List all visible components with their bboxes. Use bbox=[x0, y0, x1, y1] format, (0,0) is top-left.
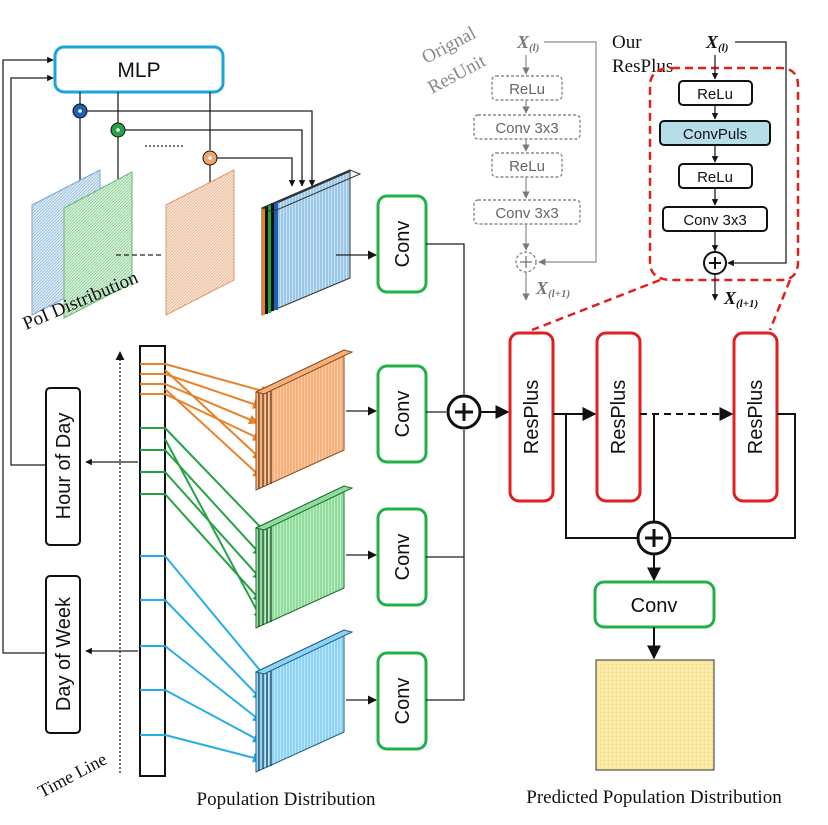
conv-box-day: Conv bbox=[376, 507, 428, 607]
green-cube bbox=[254, 485, 354, 629]
sum-plus-node bbox=[636, 520, 672, 556]
svg-text:X(l): X(l) bbox=[705, 32, 728, 54]
orange-arrows bbox=[164, 363, 271, 479]
hour-of-day-box: Hour of Day bbox=[45, 387, 81, 546]
resplus-label: ResPlus bbox=[608, 380, 630, 454]
merge-plus-node bbox=[446, 394, 482, 430]
original-layer-2: Conv 3x3 bbox=[495, 120, 558, 137]
resplus-layer-1: ReLu bbox=[697, 86, 733, 103]
svg-text:X(l+1): X(l+1) bbox=[723, 288, 758, 310]
green-arrows bbox=[164, 427, 269, 621]
day-of-week-box: Day of Week bbox=[45, 575, 81, 734]
poi-distribution-planes bbox=[31, 169, 235, 319]
conv-label: Conv bbox=[631, 595, 678, 617]
conv-label: Conv bbox=[392, 391, 414, 438]
original-input-sub: (l) bbox=[529, 42, 539, 54]
original-layer-3: ReLu bbox=[509, 158, 545, 175]
population-distribution-label: Population Distribution bbox=[197, 789, 376, 810]
resplus-layer-2: ConvPuls bbox=[683, 126, 747, 143]
resplus-input-sub: (l) bbox=[718, 42, 728, 54]
resplus-block-2: ResPlus bbox=[595, 331, 642, 503]
resplus-label: ResPlus bbox=[521, 380, 543, 454]
blue-arrows bbox=[164, 555, 269, 763]
resplus-block-1: ResPlus bbox=[508, 331, 555, 503]
resplus-block-3: ResPlus bbox=[732, 331, 779, 503]
original-input-symbol: X bbox=[516, 32, 530, 52]
time-line-bar bbox=[139, 345, 166, 777]
original-resunit: Orignal ResUnit X(l) ReLu Conv 3x3 ReLu … bbox=[418, 23, 597, 301]
merge-lines bbox=[426, 243, 465, 701]
conv-label: Conv bbox=[392, 221, 414, 268]
hour-of-day-label: Hour of Day bbox=[53, 413, 75, 520]
original-layer-1: ReLu bbox=[509, 81, 545, 98]
predicted-population-label: Predicted Population Distribution bbox=[526, 787, 782, 808]
resplus-layer-4: Conv 3x3 bbox=[683, 212, 746, 229]
conv-label: Conv bbox=[392, 678, 414, 725]
conv-box-poi: Conv bbox=[376, 194, 428, 294]
predicted-output-grid bbox=[595, 659, 715, 771]
resplus-detail-frame bbox=[648, 66, 800, 282]
mlp-input-lines bbox=[2, 56, 80, 654]
resplus-connections bbox=[553, 407, 796, 539]
svg-text:X(l+1): X(l+1) bbox=[535, 278, 570, 300]
original-output-sub: (l+1) bbox=[548, 288, 570, 300]
resplus-label: ResPlus bbox=[745, 380, 767, 454]
our-resplus-title-line1: Our bbox=[612, 32, 642, 53]
conv-box-hour: Conv bbox=[376, 364, 428, 464]
time-line-label: Time Line bbox=[34, 749, 109, 802]
conv-box-output: Conv bbox=[593, 580, 716, 629]
orange-cube bbox=[254, 349, 354, 491]
day-of-week-label: Day of Week bbox=[53, 596, 75, 711]
resplus-layer-3: ReLu bbox=[697, 169, 733, 186]
svg-text:X(l): X(l) bbox=[516, 32, 539, 54]
mlp-block: MLP bbox=[53, 45, 225, 94]
resplus-output-symbol: X bbox=[723, 288, 737, 308]
resplus-output-sub: (l+1) bbox=[736, 298, 758, 310]
our-resplus: Our ResPlus X(l) ReLu ConvPuls ReLu Conv… bbox=[612, 32, 800, 310]
original-layer-4: Conv 3x3 bbox=[495, 205, 558, 222]
resplus-input-symbol: X bbox=[705, 32, 719, 52]
conv-label: Conv bbox=[392, 534, 414, 581]
zoom-lines bbox=[531, 278, 792, 332]
original-output-symbol: X bbox=[535, 278, 549, 298]
mlp-label: MLP bbox=[117, 59, 160, 82]
our-resplus-title-line2: ResPlus bbox=[612, 56, 673, 77]
conv-box-week: Conv bbox=[376, 651, 428, 751]
poi-stacked-cube bbox=[260, 169, 362, 316]
blue-cube bbox=[254, 629, 354, 773]
